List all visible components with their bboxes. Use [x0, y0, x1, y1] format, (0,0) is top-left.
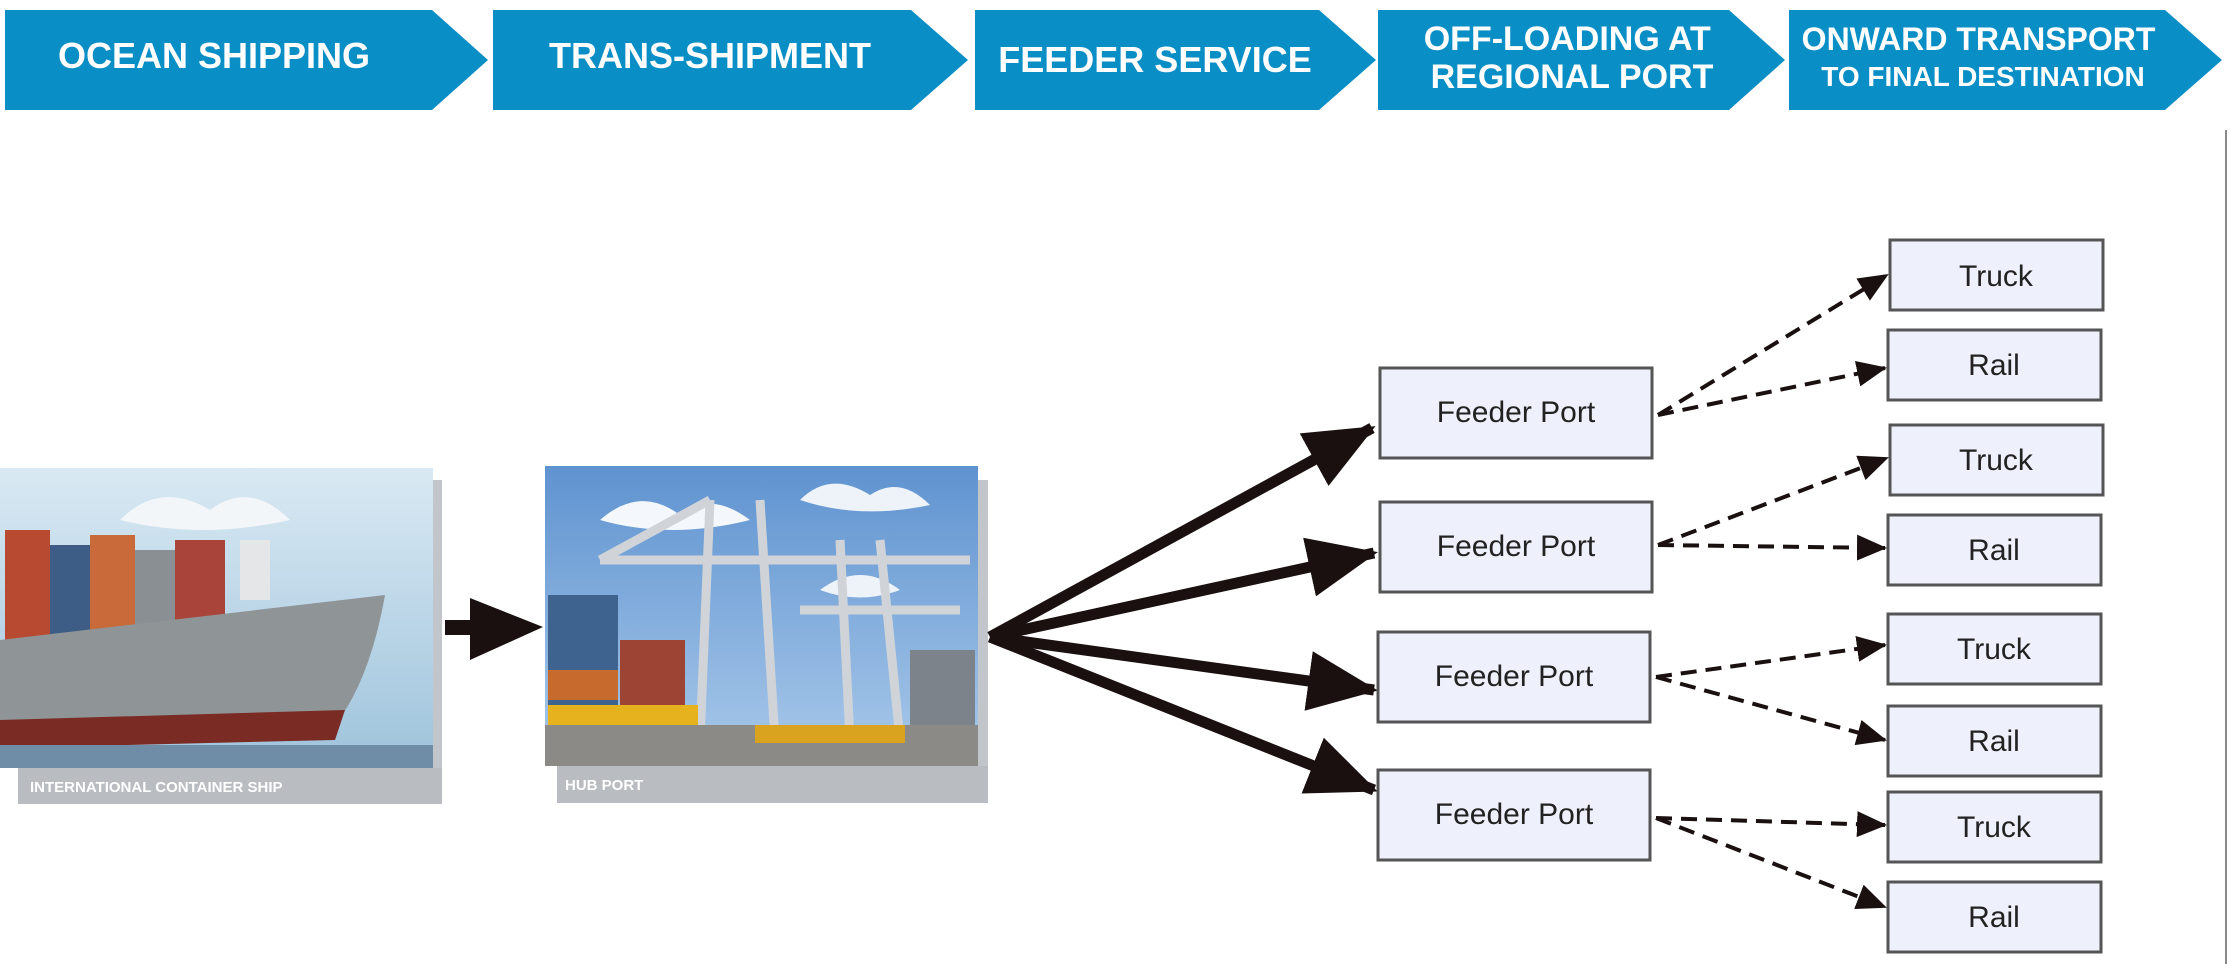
- ship-bridge: [240, 540, 270, 600]
- stage-shape: [5, 10, 488, 110]
- quay-yellow: [548, 705, 698, 725]
- container-stack-blue: [548, 595, 618, 720]
- feeder-to-destination-arrows: [1655, 273, 1889, 909]
- box-shape: [1886, 328, 2103, 402]
- container-stack-red: [5, 530, 50, 650]
- box-shape: [1378, 366, 1654, 460]
- destination-box-rail-2: Rail: [1886, 513, 2103, 587]
- destination-box-truck-4: Truck: [1886, 790, 2103, 864]
- destination-box-truck-2: Truck: [1888, 423, 2105, 497]
- ship-hull: [0, 595, 385, 740]
- stage-label: TRANS-SHIPMENT: [549, 35, 871, 76]
- stage-banner: OCEAN SHIPPING TRANS-SHIPMENT FEEDER SER…: [5, 10, 2222, 110]
- stage-chevron-onward-transport: ONWARD TRANSPORT TO FINAL DESTINATION: [1789, 10, 2222, 110]
- feeder-port-box-4: Feeder Port: [1376, 768, 1652, 862]
- arrow-head: [470, 598, 543, 660]
- stage-shape: [1378, 10, 1785, 110]
- ship-to-hub-arrow: [445, 598, 543, 660]
- stage-chevron-trans-shipment: TRANS-SHIPMENT: [493, 10, 968, 110]
- photo-cloud: [120, 497, 290, 530]
- box-label: Feeder Port: [1435, 798, 1594, 831]
- arrow-to-feeder-2: [988, 537, 1378, 643]
- box-shape: [1376, 630, 1652, 724]
- box-shape: [1886, 880, 2103, 954]
- caption-band: [557, 766, 988, 803]
- dashed-arrow-feeder3-rail: [1655, 675, 1887, 746]
- arrow-to-feeder-3: [989, 631, 1378, 711]
- dashed-arrow-feeder4-truck: [1655, 811, 1887, 838]
- hub-to-feeder-arrows: [987, 423, 1378, 796]
- stage-shape: [493, 10, 968, 110]
- truck-trailer: [755, 725, 905, 743]
- box-label: Truck: [1957, 811, 2032, 844]
- destination-box-rail-3: Rail: [1886, 704, 2103, 778]
- stage-shape: [1789, 10, 2222, 110]
- box-label: Feeder Port: [1437, 396, 1596, 429]
- box-label: Rail: [1968, 901, 2020, 934]
- destination-box-rail-1: Rail: [1886, 328, 2103, 402]
- box-shape: [1888, 423, 2105, 497]
- box-shape: [1376, 768, 1652, 862]
- ship-hull-stripe: [0, 710, 345, 748]
- box-label: Truck: [1957, 633, 2032, 666]
- box-shape: [1886, 790, 2103, 864]
- ship-caption: INTERNATIONAL CONTAINER SHIP: [30, 779, 283, 796]
- stage-chevron-feeder-service: FEEDER SERVICE: [975, 10, 1376, 110]
- stage-chevron-off-loading: OFF-LOADING AT REGIONAL PORT: [1378, 10, 1785, 110]
- destination-box-truck-3: Truck: [1886, 612, 2103, 686]
- box-label: Truck: [1959, 444, 2034, 477]
- gantry-crane: [597, 496, 970, 741]
- box-label: Rail: [1968, 534, 2020, 567]
- destination-box-truck-1: Truck: [1888, 238, 2105, 312]
- arrow-to-feeder-4: [987, 631, 1378, 796]
- feeder-port-box-2: Feeder Port: [1378, 500, 1654, 594]
- stage-label: ONWARD TRANSPORT TO FINAL DESTINATION: [1802, 21, 2165, 92]
- stage-shape: [975, 10, 1376, 110]
- dashed-arrow-feeder3-truck: [1655, 636, 1887, 679]
- stage-label: OCEAN SHIPPING: [58, 35, 370, 76]
- arrow-shaft: [445, 620, 470, 635]
- box-shape: [1886, 513, 2103, 587]
- box-shape: [1886, 612, 2103, 686]
- destination-boxes: Truck Rail Truck Rail Truck Rail Truck: [1886, 238, 2105, 954]
- dashed-arrow-feeder2-rail: [1657, 534, 1887, 561]
- box-shape: [1886, 704, 2103, 778]
- stage-label: OFF-LOADING AT REGIONAL PORT: [1424, 20, 1721, 96]
- box-label: Feeder Port: [1435, 660, 1594, 693]
- hub-port-photo: HUB PORT: [545, 466, 988, 803]
- stage-chevron-ocean-shipping: OCEAN SHIPPING: [5, 10, 488, 110]
- box-label: Rail: [1968, 349, 2020, 382]
- photo-cloud-2: [800, 483, 930, 512]
- arrow-to-feeder-1: [987, 423, 1376, 642]
- photo-water: [0, 745, 433, 768]
- box-label: Feeder Port: [1437, 530, 1596, 563]
- feeder-port-boxes: Feeder Port Feeder Port Feeder Port Feed…: [1376, 366, 1654, 862]
- feeder-port-box-3: Feeder Port: [1376, 630, 1652, 724]
- dashed-arrow-feeder4-rail: [1655, 816, 1887, 909]
- dashed-arrow-feeder1-truck: [1656, 273, 1889, 417]
- hub-caption: HUB PORT: [565, 777, 643, 794]
- caption-band: [18, 768, 442, 804]
- stage-label: FEEDER SERVICE: [998, 39, 1311, 80]
- box-label: Rail: [1968, 725, 2020, 758]
- container-ship-photo: INTERNATIONAL CONTAINER SHIP: [0, 468, 442, 804]
- destination-box-rail-4: Rail: [1886, 880, 2103, 954]
- box-shape: [1888, 238, 2105, 312]
- box-shape: [1378, 500, 1654, 594]
- dashed-arrow-feeder1-rail: [1657, 360, 1887, 417]
- dashed-arrow-feeder2-truck: [1657, 455, 1889, 547]
- container-stack-orange: [548, 670, 618, 700]
- box-label: Truck: [1959, 260, 2034, 293]
- feeder-port-box-1: Feeder Port: [1378, 366, 1654, 460]
